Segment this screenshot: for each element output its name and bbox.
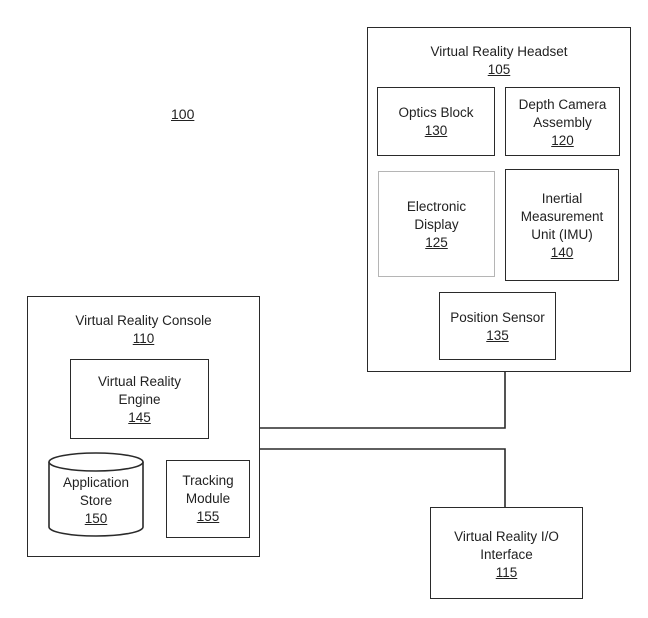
tracking-module-number: 155 [196,509,220,524]
vr-io-interface-number: 115 [495,565,518,580]
tracking-module-line2: Module [185,491,231,506]
imu-line2: Measurement [520,209,604,224]
position-sensor-box: Position Sensor 135 [439,292,556,360]
figure-reference: 100 [171,106,195,122]
vr-engine-box: Virtual Reality Engine 145 [70,359,209,439]
depth-camera-line1: Depth Camera [518,97,607,112]
depth-camera-box: Depth Camera Assembly 120 [505,87,620,156]
depth-camera-number: 120 [551,133,574,148]
imu-box: Inertial Measurement Unit (IMU) 140 [505,169,619,281]
application-store-cylinder [48,452,144,537]
imu-line3: Unit (IMU) [531,227,593,242]
application-store-line1: Application [62,475,130,490]
console-io-link [260,448,506,507]
vr-headset-number: 105 [487,62,511,77]
imu-number: 140 [550,245,574,260]
vr-io-interface-box: Virtual Reality I/O Interface 115 [430,507,583,599]
vr-io-interface-line2: Interface [480,547,533,562]
position-sensor-number: 135 [486,328,509,343]
electronic-display-number: 125 [425,235,448,250]
console-headset-link [260,372,506,429]
vr-engine-line2: Engine [118,392,161,407]
vr-console-title: Virtual Reality Console [75,313,212,328]
position-sensor-title: Position Sensor [450,310,545,325]
vr-engine-line1: Virtual Reality [97,374,182,389]
application-store-line2: Store [79,493,113,508]
vr-headset-title: Virtual Reality Headset [430,44,568,59]
optics-block-title: Optics Block [398,105,474,120]
application-store-number: 150 [84,511,108,526]
optics-block-box: Optics Block 130 [377,87,495,156]
optics-block-number: 130 [424,123,448,138]
depth-camera-line2: Assembly [533,115,592,130]
tracking-module-box: Tracking Module 155 [166,460,250,538]
electronic-display-box: Electronic Display 125 [378,171,495,277]
electronic-display-line1: Electronic [406,199,467,214]
imu-line1: Inertial [541,191,583,206]
application-store-label: Application Store 150 [46,474,146,534]
vr-engine-number: 145 [128,410,151,425]
electronic-display-line2: Display [414,217,459,232]
tracking-module-line1: Tracking [182,473,234,488]
vr-console-number: 110 [132,331,155,346]
vr-io-interface-line1: Virtual Reality I/O [454,529,559,544]
